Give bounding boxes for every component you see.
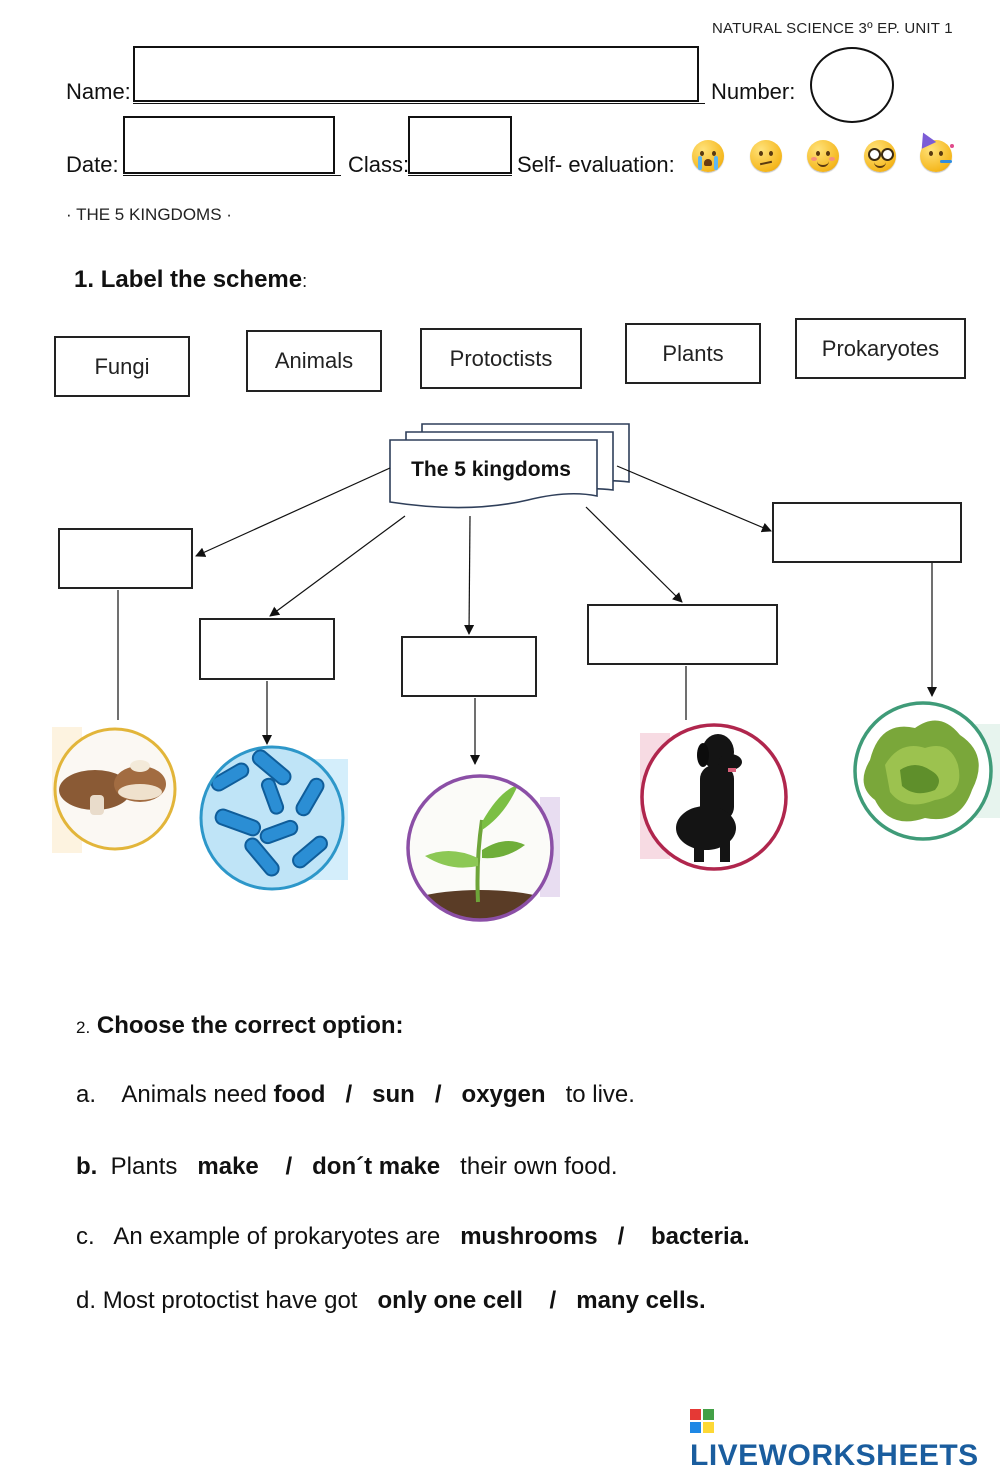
answer-box-2[interactable] bbox=[199, 618, 335, 680]
class-field[interactable] bbox=[408, 116, 512, 174]
unit-title: · THE 5 KINGDOMS · bbox=[66, 205, 232, 224]
date-underline bbox=[123, 175, 341, 176]
question-d: d. Most protoctist have got only one cel… bbox=[76, 1287, 706, 1314]
scheme-diagram bbox=[52, 423, 1000, 922]
question-c: c. An example of prokaryotes are mushroo… bbox=[76, 1223, 750, 1250]
question-d-letter: d. bbox=[76, 1287, 97, 1314]
question-a-text: Animals need bbox=[121, 1081, 267, 1108]
option-a-sun[interactable]: sun bbox=[372, 1081, 415, 1108]
question-c-letter: c. bbox=[76, 1223, 95, 1250]
exercise2-heading: 2. Choose the correct option: bbox=[76, 1012, 404, 1040]
question-a-letter: a. bbox=[76, 1081, 97, 1108]
option-d-many-cells[interactable]: many cells. bbox=[576, 1287, 706, 1314]
date-label: Date: bbox=[66, 152, 119, 177]
date-field[interactable] bbox=[123, 116, 335, 174]
word-prokaryotes[interactable]: Prokaryotes bbox=[795, 318, 966, 379]
option-c-bacteria[interactable]: bacteria. bbox=[650, 1223, 750, 1250]
answer-box-1[interactable] bbox=[58, 528, 193, 589]
answer-box-3[interactable] bbox=[401, 636, 537, 697]
number-field[interactable] bbox=[810, 47, 894, 123]
word-fungi[interactable]: Fungi bbox=[54, 336, 190, 397]
name-label: Name: bbox=[66, 79, 131, 104]
black-dog-image bbox=[640, 723, 788, 871]
exercise1-heading: 1. Label the scheme: bbox=[74, 266, 307, 294]
question-a-end: to live. bbox=[565, 1081, 635, 1108]
nerd-face-icon[interactable] bbox=[864, 140, 896, 172]
question-d-text: Most protoctist have got bbox=[102, 1287, 358, 1314]
name-underline bbox=[133, 103, 705, 104]
seaweed-image bbox=[853, 701, 1000, 841]
loudly-crying-face-icon[interactable] bbox=[692, 140, 724, 172]
option-c-mushrooms[interactable]: mushrooms bbox=[460, 1223, 598, 1250]
center-label: The 5 kingdoms bbox=[411, 458, 571, 481]
exercise1-colon: : bbox=[302, 271, 308, 291]
exercise2-title: Choose the correct option: bbox=[96, 1012, 404, 1039]
option-b-dont-make[interactable]: don´t make bbox=[312, 1153, 441, 1180]
option-a-food[interactable]: food bbox=[273, 1081, 326, 1108]
course-header: NATURAL SCIENCE 3º EP. UNIT 1 bbox=[712, 20, 953, 37]
smiling-face-icon[interactable] bbox=[807, 140, 839, 172]
number-label: Number: bbox=[711, 79, 796, 104]
question-b-end: their own food. bbox=[460, 1153, 618, 1180]
plant-sprout-image bbox=[406, 774, 560, 922]
question-b-letter: b. bbox=[76, 1153, 98, 1180]
liveworksheets-logo-icon bbox=[690, 1409, 714, 1433]
question-b-text: Plants bbox=[110, 1153, 178, 1180]
answer-box-4[interactable] bbox=[587, 604, 778, 665]
class-underline bbox=[408, 175, 512, 176]
option-b-make[interactable]: make bbox=[197, 1153, 259, 1180]
option-d-one-cell[interactable]: only one cell bbox=[377, 1287, 523, 1314]
option-a-oxygen[interactable]: oxygen bbox=[461, 1081, 546, 1108]
answer-box-5[interactable] bbox=[772, 502, 962, 563]
self-evaluation-label: Self- evaluation: bbox=[517, 152, 675, 177]
question-c-text: An example of prokaryotes are bbox=[113, 1223, 441, 1250]
word-plants[interactable]: Plants bbox=[625, 323, 761, 384]
class-label: Class: bbox=[348, 152, 410, 177]
mushrooms-image bbox=[52, 727, 177, 853]
liveworksheets-brand: LIVEWORKSHEETS bbox=[690, 1405, 1000, 1473]
bacteria-image bbox=[199, 745, 348, 891]
exercise2-number: 2. bbox=[76, 1018, 91, 1037]
question-b: b. Plants make / don´t make their own fo… bbox=[76, 1153, 618, 1180]
confused-face-icon[interactable] bbox=[750, 140, 782, 172]
word-animals[interactable]: Animals bbox=[246, 330, 382, 392]
partying-face-icon[interactable] bbox=[915, 129, 954, 172]
center-document-shape bbox=[389, 423, 630, 509]
word-protoctists[interactable]: Protoctists bbox=[420, 328, 582, 389]
exercise1-title: Label the scheme bbox=[100, 266, 303, 293]
name-field[interactable] bbox=[133, 46, 699, 102]
exercise1-number: 1. bbox=[74, 266, 95, 293]
question-a: a. Animals need food / sun / oxygen to l… bbox=[76, 1081, 635, 1108]
